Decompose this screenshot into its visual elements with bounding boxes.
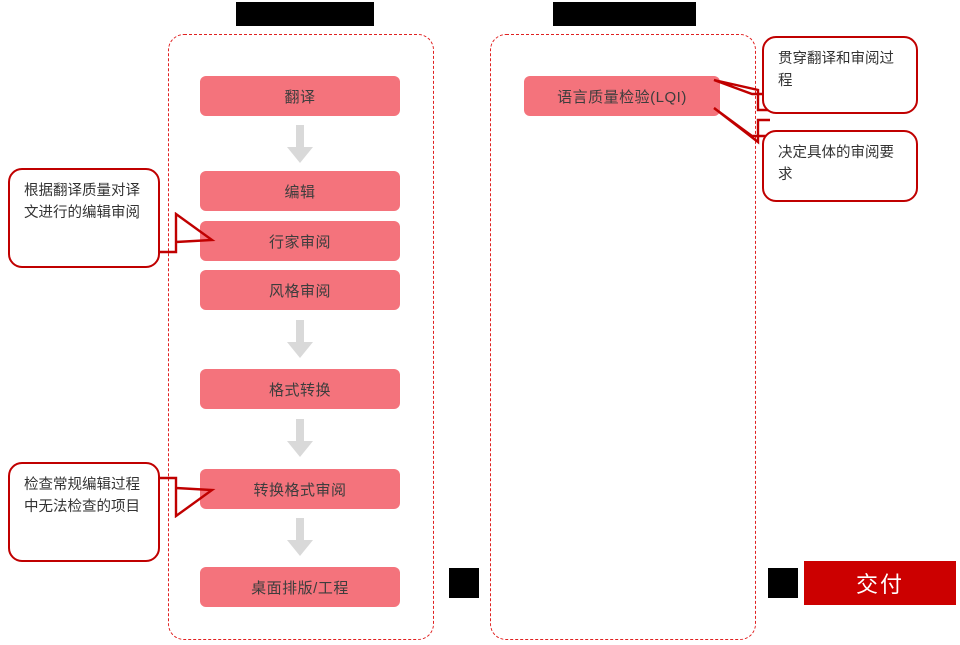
callout-decide-requirements: 决定具体的审阅要求 (762, 130, 918, 202)
redaction-bar-left-title (236, 2, 374, 26)
step-box-dtp-engineering[interactable]: 桌面排版/工程 (200, 567, 400, 607)
delivery-box[interactable]: 交付 (804, 561, 956, 605)
callout-regular-edit: 检查常规编辑过程中无法检查的项目 (8, 462, 160, 562)
step-box-translate[interactable]: 翻译 (200, 76, 400, 116)
redaction-square-middle (449, 568, 479, 598)
flow-arrow-down-icon (287, 518, 313, 558)
callout-through-process: 贯穿翻译和审阅过程 (762, 36, 918, 114)
flow-arrow-down-icon (287, 125, 313, 165)
redaction-square-right (768, 568, 798, 598)
callout-edit-review: 根据翻译质量对译文进行的编辑审阅 (8, 168, 160, 268)
step-box-expert-review[interactable]: 行家审阅 (200, 221, 400, 261)
flow-arrow-down-icon (287, 419, 313, 459)
redaction-bar-right-title (553, 2, 696, 26)
right-process-panel (490, 34, 756, 640)
step-box-edit[interactable]: 编辑 (200, 171, 400, 211)
step-box-lqi[interactable]: 语言质量检验(LQI) (524, 76, 720, 116)
flow-arrow-down-icon (287, 320, 313, 360)
step-box-style-review[interactable]: 风格审阅 (200, 270, 400, 310)
step-box-format-conversion[interactable]: 格式转换 (200, 369, 400, 409)
step-box-converted-format-review[interactable]: 转换格式审阅 (200, 469, 400, 509)
left-process-panel (168, 34, 434, 640)
